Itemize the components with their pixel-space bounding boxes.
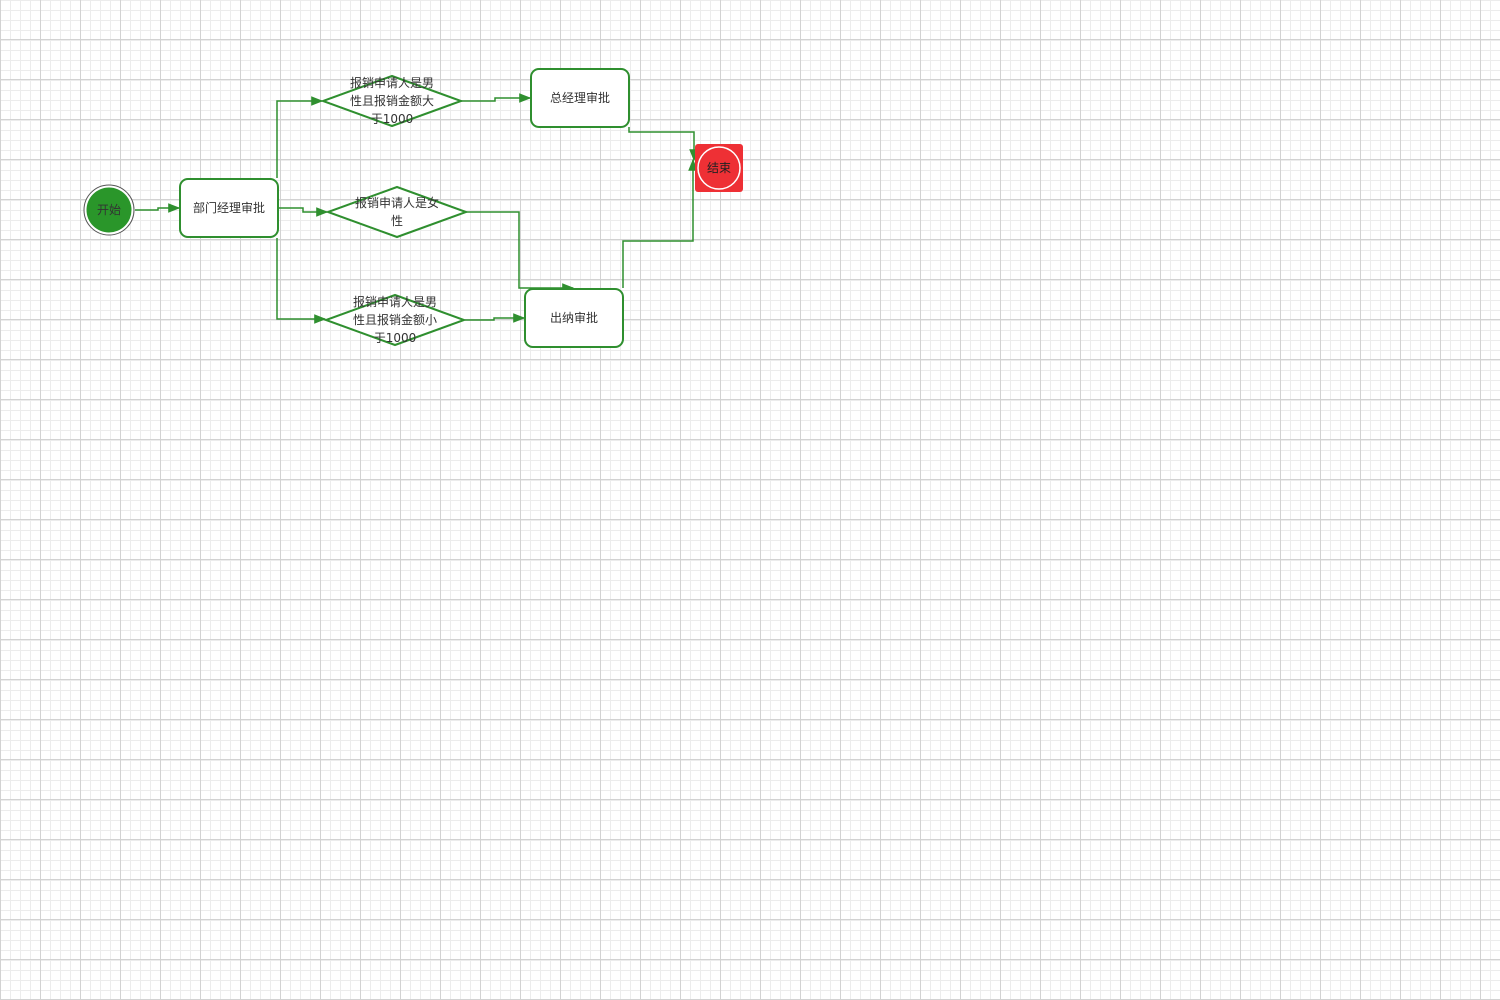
cond-male-gt-label: 报销申请人是男性且报销金额大于1000 <box>349 76 434 126</box>
edge-cond-female-to-cashier[interactable] <box>466 211 575 293</box>
gm-approval-label: 总经理审批 <box>549 91 610 105</box>
cond-female-label: 报销申请人是女性 <box>354 196 439 228</box>
cond-female-node[interactable] <box>325 185 469 239</box>
edge-dept-to-cond-male-lt[interactable] <box>276 238 327 324</box>
dept-approval-node[interactable] <box>179 178 279 238</box>
cashier-approval-node[interactable] <box>524 288 624 348</box>
cond-male-gt-node[interactable] <box>320 74 464 128</box>
cond-male-lt-node[interactable] <box>323 293 467 347</box>
end-node[interactable] <box>695 144 743 192</box>
cond-male-lt-label: 报销申请人是男性且报销金额小于1000 <box>352 295 437 345</box>
edge-cond-male-gt-to-gm[interactable] <box>461 93 532 103</box>
cashier-approval-label: 出纳审批 <box>549 311 598 325</box>
gm-approval-node[interactable] <box>530 68 630 128</box>
edge-start-to-dept[interactable] <box>135 203 181 213</box>
end-label: 结束 <box>706 161 731 175</box>
edge-dept-to-cond-female[interactable] <box>278 207 329 217</box>
dept-approval-label: 部门经理审批 <box>192 201 265 215</box>
edge-dept-to-cond-male-gt[interactable] <box>276 96 324 178</box>
start-label: 开始 <box>96 203 121 217</box>
edge-gm-to-end[interactable] <box>628 127 699 162</box>
edge-cashier-to-end[interactable] <box>622 158 698 288</box>
edge-cond-male-lt-to-cashier[interactable] <box>465 313 526 323</box>
start-node[interactable] <box>83 184 135 236</box>
